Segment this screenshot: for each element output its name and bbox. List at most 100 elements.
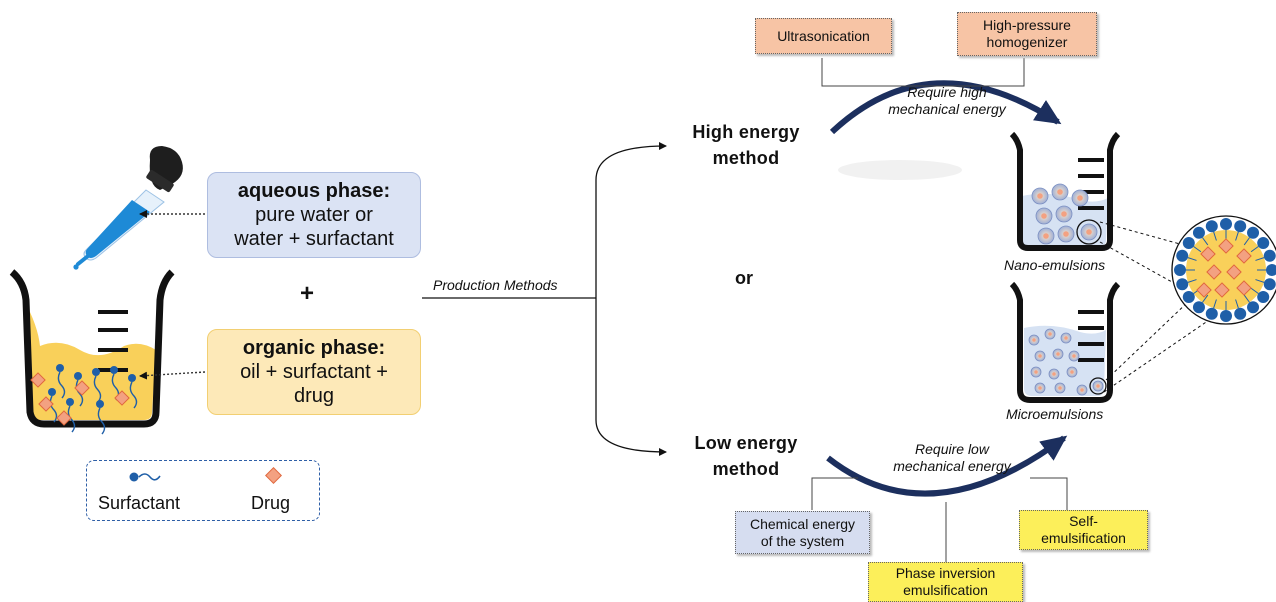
shell-surfactant-tail — [1255, 257, 1265, 261]
low-energy-note: Require low mechanical energy — [872, 441, 1032, 475]
organic-phase-box: organic phase: oil + surfactant + drug — [207, 329, 421, 415]
drug-icon — [265, 467, 282, 484]
shell-surfactant-head — [1234, 307, 1247, 320]
microemulsions-label: Microemulsions — [1006, 406, 1104, 422]
method-branch — [422, 142, 667, 456]
dropper-icon — [73, 146, 183, 270]
production-methods-label: Production Methods — [433, 277, 558, 293]
drug-molecule — [74, 380, 90, 396]
zoom-drug-molecule — [1200, 246, 1216, 262]
surfactant-tail — [97, 407, 106, 435]
plus-sign: + — [300, 280, 315, 307]
surfactant-molecule — [66, 398, 74, 406]
droplet-core — [1058, 386, 1062, 390]
shell-surfactant-tail — [1193, 246, 1202, 253]
low-line-2: method — [712, 459, 780, 479]
zoom-drug-molecule — [1226, 264, 1242, 280]
aqueous-title: aqueous phase: — [237, 180, 391, 202]
shell-surfactant-head — [1220, 310, 1232, 322]
shell-surfactant-head — [1263, 249, 1276, 262]
phase-inversion-line-2: emulsification — [903, 582, 988, 598]
nano-zoom-circle — [1076, 219, 1102, 245]
surfactant-icon — [129, 472, 161, 482]
legend-drug-label: Drug — [251, 493, 291, 513]
surfactant-molecule — [128, 374, 136, 382]
drug-molecule — [56, 410, 72, 426]
droplet-core — [1063, 231, 1069, 237]
aqueous-line-1: pure water or — [255, 204, 373, 226]
organic-line-2: drug — [293, 385, 335, 407]
shell-surfactant-head — [1192, 226, 1205, 239]
droplet-core — [1056, 352, 1060, 356]
micro-droplets — [1028, 328, 1104, 396]
high-line-1: High energy — [692, 122, 800, 142]
surfactant-molecule — [56, 364, 64, 372]
shell-surfactant-tail — [1187, 257, 1197, 261]
droplet-core — [1037, 193, 1043, 199]
shell-surfactant-tail — [1202, 294, 1209, 303]
low-note-1: Require low — [915, 441, 989, 457]
low-energy-arrow — [826, 435, 1068, 497]
ultrasonication-text: Ultrasonication — [777, 27, 870, 44]
self-emulsification-tag: Self- emulsification — [1019, 510, 1148, 550]
droplet-core — [1032, 338, 1036, 342]
zoom-drug-molecule — [1206, 264, 1222, 280]
shell-surfactant-tail — [1255, 279, 1265, 283]
droplet-core — [1041, 213, 1047, 219]
shell-surfactant-head — [1220, 218, 1232, 230]
shell-surfactant-tail — [1235, 231, 1239, 241]
zoom-drug-molecule — [1218, 238, 1234, 254]
phase-inversion-tag: Phase inversion emulsification — [868, 562, 1023, 602]
shell-surfactant-head — [1192, 301, 1205, 314]
surfactant-molecule — [96, 400, 104, 408]
shell-surfactant-head — [1205, 220, 1218, 233]
droplet-core — [1070, 370, 1074, 374]
droplet-core — [1086, 229, 1092, 235]
droplet-core — [1096, 384, 1100, 388]
homogenizer-line-2: homogenizer — [986, 34, 1068, 50]
nano-droplets — [1031, 183, 1098, 245]
high-note-1: Require high — [907, 84, 987, 100]
chemical-energy-tag: Chemical energy of the system — [735, 511, 870, 554]
surfactant-tail — [67, 405, 76, 433]
zoom-drug-molecule — [1214, 282, 1230, 298]
droplet-core — [1048, 332, 1052, 336]
high-energy-note: Require high mechanical energy — [862, 84, 1032, 118]
zoom-drug-molecule — [1236, 280, 1252, 296]
shell-surfactant-head — [1182, 291, 1195, 304]
shell-surfactant-tail — [1235, 299, 1239, 309]
droplet-core — [1072, 354, 1076, 358]
high-energy-method-label: High energy method — [676, 119, 816, 171]
shell-surfactant-tail — [1187, 279, 1197, 283]
zoom-drug-molecule — [1196, 282, 1212, 298]
shadow — [838, 160, 962, 180]
shell-surfactant-head — [1234, 220, 1247, 233]
organic-title: organic phase: — [242, 337, 386, 359]
surfactant-tail — [75, 379, 84, 407]
chemical-energy-line-1: Chemical energy — [749, 515, 856, 532]
shell-surfactant-tail — [1213, 231, 1217, 241]
homogenizer-tag: High-pressure homogenizer — [957, 12, 1097, 56]
shell-surfactant-tail — [1250, 246, 1259, 253]
legend-surfactant-label: Surfactant — [98, 493, 181, 513]
surfactant-tail — [49, 395, 58, 423]
low-tag-connectors — [811, 477, 1068, 562]
low-line-1: Low energy — [694, 433, 798, 453]
surfactant-tail — [129, 381, 138, 409]
legend-box: Surfactant Drug — [86, 460, 320, 521]
self-emulsification-line-1: Self- — [1069, 513, 1098, 529]
organic-arrow — [139, 371, 206, 380]
ultrasonication-tag: Ultrasonication — [755, 18, 892, 54]
droplet-core — [1038, 386, 1042, 390]
shell-surfactant-head — [1205, 307, 1218, 320]
microemulsion-beaker — [1009, 281, 1121, 403]
surfactant-molecule — [74, 372, 82, 380]
aqueous-line-2: water + surfactant — [234, 228, 394, 250]
beaker-molecules — [30, 364, 138, 435]
shell-surfactant-tail — [1250, 287, 1259, 294]
self-emulsification-line-2: emulsification — [1041, 530, 1126, 546]
low-note-2: mechanical energy — [893, 458, 1011, 474]
droplet-core — [1038, 354, 1042, 358]
high-line-2: method — [712, 148, 780, 168]
